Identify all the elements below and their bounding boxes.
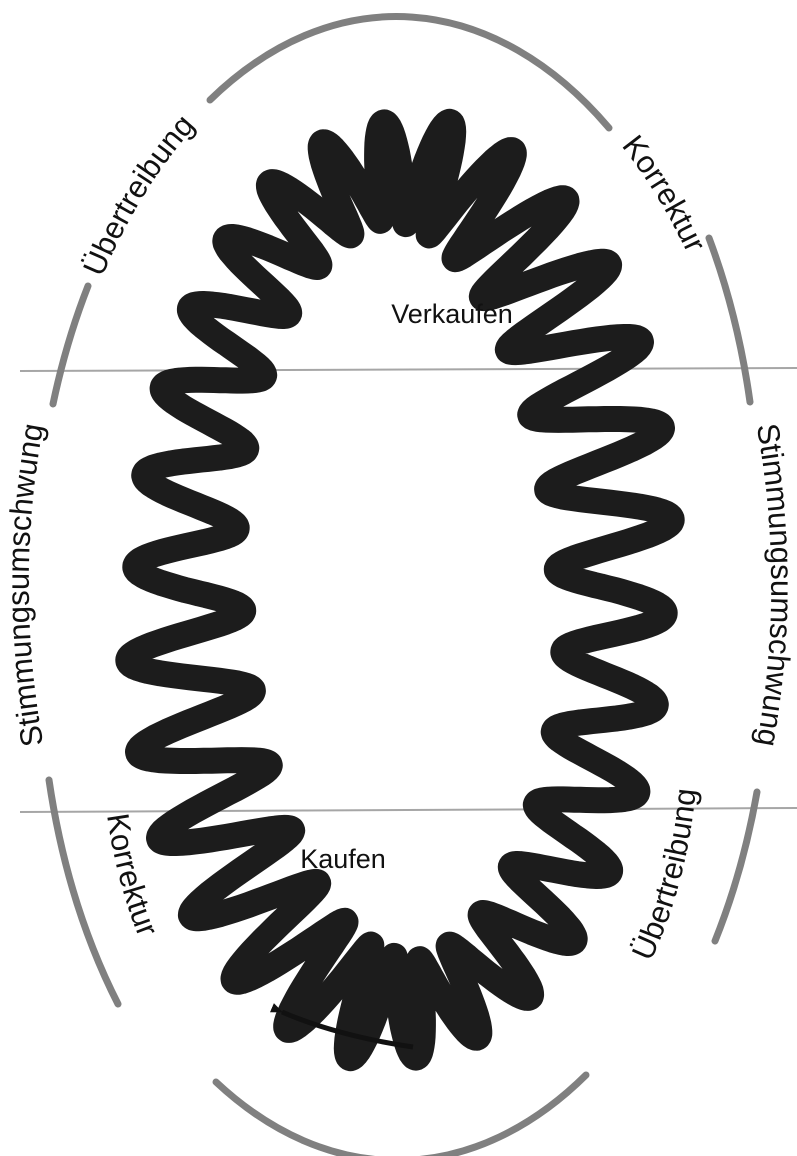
price-wave-band xyxy=(128,122,671,1058)
svg-text:Übertreibung: Übertreibung xyxy=(76,108,201,281)
upper-threshold-line xyxy=(20,368,797,371)
ring-segment-right-upper xyxy=(709,238,750,402)
ring-label-mood-swing-left: Stimmungsumschwung xyxy=(1,421,51,750)
ring-label-correction-top: Korrektur xyxy=(616,129,713,258)
svg-text:Übertreibung: Übertreibung xyxy=(625,787,703,965)
svg-text:Korrektur: Korrektur xyxy=(616,129,713,258)
buy-label: Kaufen xyxy=(300,844,386,874)
ring-segment-top xyxy=(210,17,609,128)
sell-label: Verkaufen xyxy=(391,299,513,329)
ring-segment-bottom xyxy=(216,1075,586,1156)
ring-label-mood-swing-right: Stimmungsumschwung xyxy=(750,421,797,750)
ring-label-exaggeration-top: Übertreibung xyxy=(76,108,201,281)
ring-segment-left-lower xyxy=(49,780,118,1004)
ring-segment-right-lower xyxy=(715,792,757,941)
svg-text:Stimmungsumschwung: Stimmungsumschwung xyxy=(1,421,51,750)
ring-segment-left-mid xyxy=(53,286,88,404)
svg-text:Stimmungsumschwung: Stimmungsumschwung xyxy=(750,421,797,750)
ring-label-exaggeration-bottom: Übertreibung xyxy=(625,787,703,965)
